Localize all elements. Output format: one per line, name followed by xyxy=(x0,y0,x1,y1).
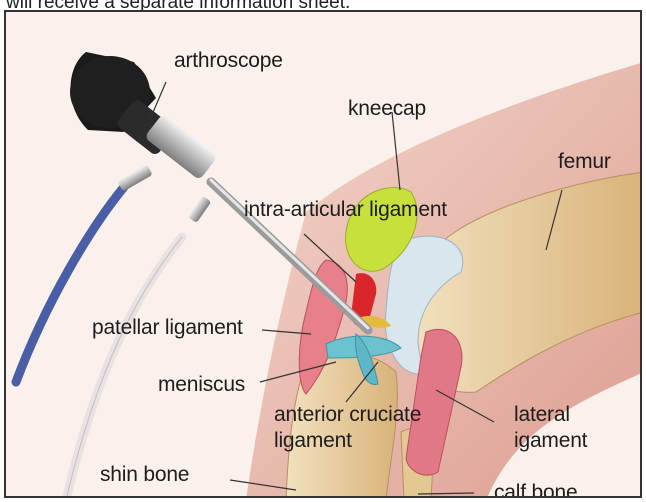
label-patellar-ligament: patellar ligament xyxy=(92,317,243,339)
label-anterior-cruciate-line2: ligament xyxy=(274,430,352,452)
clear-tube-edge xyxy=(66,237,182,498)
label-calf-bone: calf bone xyxy=(494,482,577,498)
arthroscope-device xyxy=(70,52,368,330)
illustration-frame: arthroscope kneecap femur intra-articula… xyxy=(4,10,642,498)
label-femur: femur xyxy=(558,151,611,173)
blue-tube xyxy=(16,187,124,382)
label-arthroscope: arthroscope xyxy=(174,50,283,72)
label-anterior-cruciate-line1: anterior cruciate xyxy=(274,404,421,426)
label-kneecap: kneecap xyxy=(348,98,426,120)
label-lateral-line2: igament xyxy=(514,430,587,452)
label-lateral-line1: lateral xyxy=(514,404,570,426)
label-meniscus: meniscus xyxy=(158,374,245,396)
label-shin-bone: shin bone xyxy=(100,464,189,486)
label-intra-articular-ligament: intra-articular ligament xyxy=(244,199,447,221)
clear-tube xyxy=(66,237,182,498)
